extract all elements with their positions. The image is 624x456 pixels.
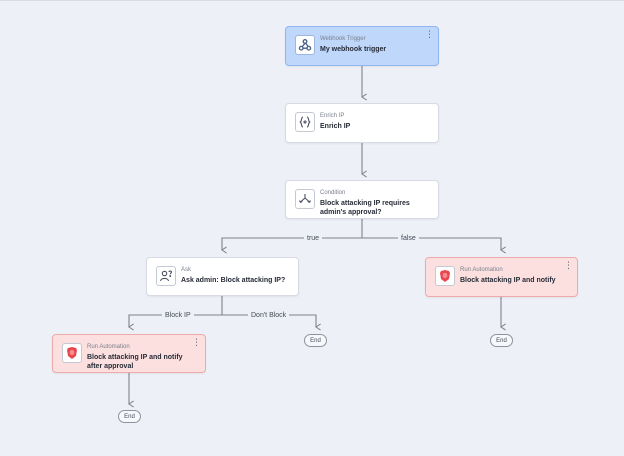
connector-condition-true: [222, 219, 363, 250]
code-braces-icon: [295, 112, 315, 132]
shield-icon: [435, 266, 455, 286]
branch-label-false: false: [398, 234, 419, 243]
connector-condition-false: [362, 237, 501, 250]
branch-label-dont-block: Don't Block: [248, 311, 290, 320]
node-type-label: Webhook Trigger: [320, 36, 366, 42]
top-border: [0, 0, 624, 1]
branch-label-block-ip: Block IP: [162, 311, 194, 320]
node-type-label: Run Automation: [87, 344, 130, 350]
branch-label-true: true: [304, 234, 323, 243]
more-options-icon[interactable]: ⋮: [564, 260, 573, 270]
node-title: Block attacking IP and notify: [460, 277, 556, 284]
run-automation-node[interactable]: Run Automation Block attacking IP and no…: [425, 257, 578, 297]
webhook-trigger-node[interactable]: Webhook Trigger My webhook trigger ⋮: [285, 26, 439, 66]
end-node-after-approval[interactable]: End: [118, 410, 141, 423]
more-options-icon[interactable]: ⋮: [192, 337, 201, 347]
node-type-label: Enrich IP: [320, 113, 345, 119]
branch-icon: [295, 189, 315, 209]
node-title: Enrich IP: [320, 123, 351, 130]
shield-icon: [62, 343, 82, 363]
node-title: My webhook trigger: [320, 46, 387, 53]
node-type-label: Condition: [320, 190, 346, 196]
more-options-icon[interactable]: ⋮: [425, 29, 434, 39]
end-node-dont-block[interactable]: End: [304, 334, 327, 347]
node-title: Block attacking IP and notify after appr…: [87, 354, 183, 370]
webhook-icon: [295, 35, 315, 55]
enrich-ip-node[interactable]: Enrich IP Enrich IP: [285, 103, 439, 143]
ask-node[interactable]: Ask Ask admin: Block attacking IP?: [146, 257, 299, 296]
node-title: Ask admin: Block attacking IP?: [181, 277, 286, 284]
node-type-label: Run Automation: [460, 267, 503, 273]
node-title: Block attacking IP requires admin's appr…: [320, 200, 410, 216]
node-type-label: Ask: [181, 267, 192, 273]
run-automation-after-approval-node[interactable]: Run Automation Block attacking IP and no…: [52, 334, 206, 373]
end-node-notify[interactable]: End: [490, 334, 513, 347]
condition-node[interactable]: Condition Block attacking IP requires ad…: [285, 180, 439, 219]
user-question-icon: [156, 266, 176, 286]
